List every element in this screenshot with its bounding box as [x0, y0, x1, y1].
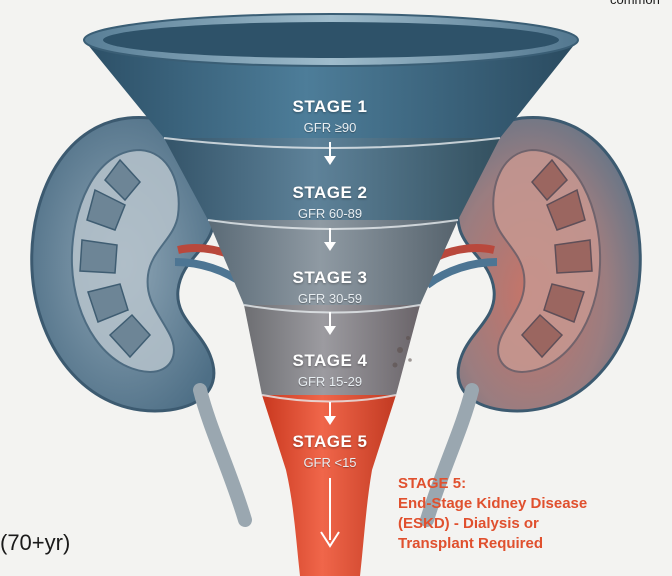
stage-5-title: STAGE 5 [250, 432, 410, 452]
stage-3-gfr: GFR 30-59 [250, 291, 410, 306]
stage-1-gfr: GFR ≥90 [250, 120, 410, 135]
funnel-opening [103, 22, 559, 58]
left-edge-text-fragment: (70+yr) [0, 530, 70, 556]
callout-line-4: Transplant Required [398, 534, 587, 554]
top-right-text-fragment: common [610, 0, 660, 7]
stage-3-title: STAGE 3 [250, 268, 410, 288]
callout-line-1: STAGE 5: [398, 474, 587, 494]
stage-5-gfr: GFR <15 [250, 455, 410, 470]
stage-1-title: STAGE 1 [250, 97, 410, 117]
stage-2-gfr: GFR 60-89 [250, 206, 410, 221]
callout-line-2: End-Stage Kidney Disease [398, 494, 587, 514]
stage-2-title: STAGE 2 [250, 183, 410, 203]
stage-4-gfr: GFR 15-29 [250, 374, 410, 389]
callout-line-3: (ESKD) - Dialysis or [398, 514, 587, 534]
stage-4-title: STAGE 4 [250, 351, 410, 371]
stage-5-callout: STAGE 5: End-Stage Kidney Disease (ESKD)… [398, 474, 587, 554]
